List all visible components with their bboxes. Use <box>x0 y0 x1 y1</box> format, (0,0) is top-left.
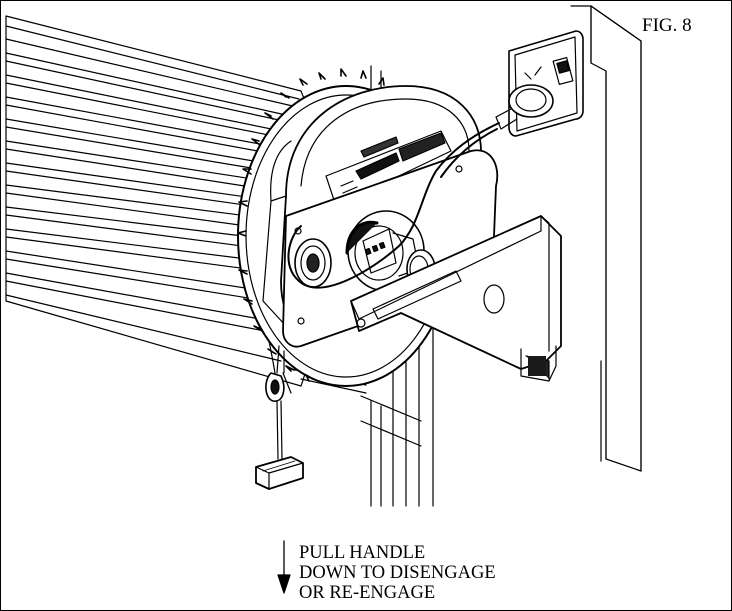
instruction-line-2: DOWN TO DISENGAGE <box>299 563 496 583</box>
down-arrow-icon <box>277 540 291 594</box>
instruction-line-3: OR RE-ENGAGE <box>299 583 436 603</box>
wall-column <box>570 5 642 472</box>
power-cable <box>287 122 500 289</box>
pull-handle-icon <box>255 456 304 490</box>
mounting-bracket <box>350 215 562 382</box>
pull-cord <box>265 340 292 460</box>
power-socket-icon <box>495 30 584 137</box>
roller-drum <box>5 15 367 394</box>
pull-handle-instructions: PULL HANDLE DOWN TO DISENGAGE OR RE-ENGA… <box>299 543 496 603</box>
instruction-line-1: PULL HANDLE <box>299 543 426 563</box>
figure-label: FIG. 8 <box>642 15 692 36</box>
